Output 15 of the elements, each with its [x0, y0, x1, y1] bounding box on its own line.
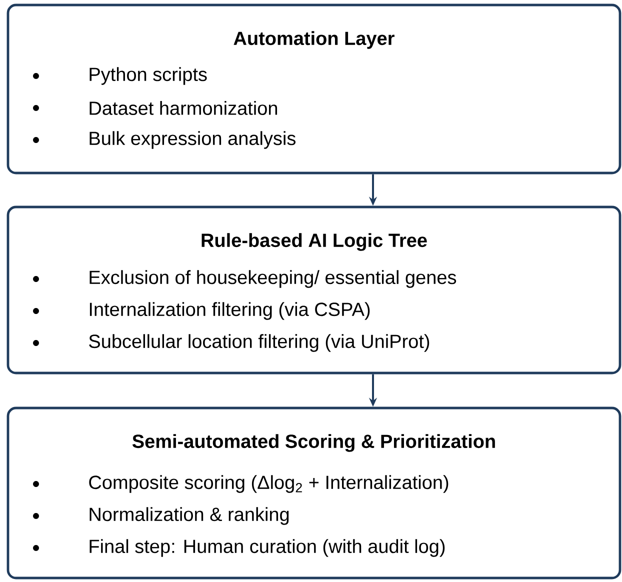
- bullet-item: Bulk expression analysis: [90, 131, 296, 149]
- box-heading: Semi-automated Scoring & Prioritization: [132, 434, 495, 452]
- bullet-item: Normalization & ranking: [90, 507, 289, 525]
- box-heading: Automation Layer: [234, 31, 394, 49]
- process-box: [6, 4, 622, 174]
- bullet-item: Exclusion of housekeeping/ essential genes: [90, 270, 456, 288]
- box-heading: Rule-based AI Logic Tree: [202, 233, 427, 251]
- bullet-item: Composite scoring (Δlog$_{2}$ + Internalization): [89, 475, 448, 493]
- bullet-item: Python scripts: [90, 67, 207, 85]
- process-box: [6, 206, 622, 374]
- bullet-item: Dataset harmonization: [90, 101, 278, 115]
- bullet-item: Subcellular location filtering (via UniProt): [89, 334, 430, 352]
- process-box: [6, 406, 622, 580]
- bullet-item: Internalization filtering (via CSPA): [90, 302, 370, 320]
- bullet-item: Final step: Human curation (with audit log): [90, 539, 445, 557]
